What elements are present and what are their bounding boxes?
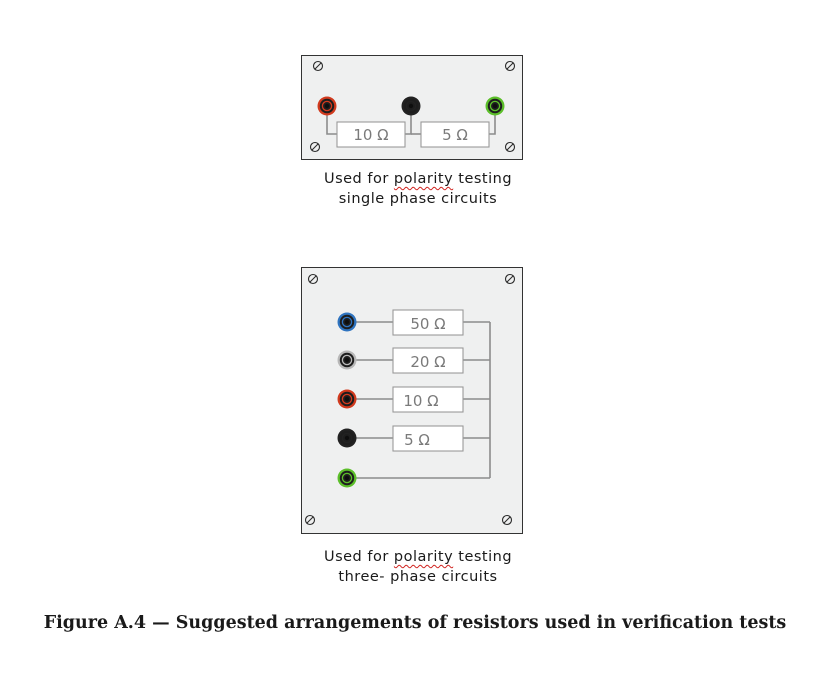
terminal-ring bbox=[489, 100, 501, 112]
screw-icon bbox=[501, 514, 513, 526]
spellcheck-word: polarity bbox=[393, 549, 454, 565]
terminal-black-icon bbox=[401, 96, 421, 116]
terminal-ring bbox=[341, 432, 353, 444]
caption-line-1: Used for polarity testing bbox=[290, 169, 546, 189]
resistor-10-ohm: 10 Ω bbox=[392, 386, 464, 413]
terminal-grey-icon bbox=[337, 350, 357, 370]
resistor-label: 5 Ω bbox=[404, 431, 430, 449]
resistor-5-ohm: 5 Ω bbox=[420, 121, 490, 148]
terminal-black-icon bbox=[337, 428, 357, 448]
terminal-red-icon bbox=[337, 389, 357, 409]
wire bbox=[489, 113, 496, 135]
caption-text: Used for bbox=[323, 549, 394, 565]
figure-caption: Figure A.4 — Suggested arrangements of r… bbox=[43, 613, 787, 633]
screw-icon bbox=[312, 60, 324, 72]
caption-text: testing bbox=[453, 171, 513, 187]
caption-line-1: Used for polarity testing bbox=[290, 547, 546, 567]
screw-icon bbox=[504, 273, 516, 285]
terminal-ring bbox=[341, 472, 353, 484]
resistor-label: 10 Ω bbox=[353, 126, 388, 144]
screw-icon bbox=[504, 141, 516, 153]
terminal-ring bbox=[344, 396, 350, 402]
spellcheck-word: polarity bbox=[393, 171, 454, 187]
caption-text: testing bbox=[453, 549, 513, 565]
screw-icon bbox=[309, 141, 321, 153]
terminal-ring bbox=[405, 100, 417, 112]
terminal-ring bbox=[341, 393, 353, 405]
resistor-20-ohm: 20 Ω bbox=[392, 347, 464, 374]
terminal-red-icon bbox=[317, 96, 337, 116]
three-phase-panel: 50 Ω 20 Ω 10 Ω 5 Ω bbox=[301, 267, 523, 534]
caption-text: Used for bbox=[323, 171, 394, 187]
terminal-green-icon bbox=[337, 468, 357, 488]
terminal-ring bbox=[344, 475, 350, 481]
terminal-ring bbox=[324, 103, 330, 109]
terminal-ring bbox=[344, 357, 350, 363]
resistor-label: 5 Ω bbox=[442, 126, 468, 144]
terminal-blue-icon bbox=[337, 312, 357, 332]
terminal-ring bbox=[344, 319, 350, 325]
terminal-ring bbox=[408, 103, 414, 109]
screw-icon bbox=[304, 514, 316, 526]
panel2-caption: Used for polarity testing three- phase c… bbox=[290, 547, 546, 587]
caption-line-2: single phase circuits bbox=[338, 191, 498, 207]
panel1-caption: Used for polarity testing single phase c… bbox=[290, 169, 546, 209]
terminal-ring bbox=[341, 354, 353, 366]
resistor-5-ohm: 5 Ω bbox=[392, 425, 464, 452]
single-phase-panel: 10 Ω 5 Ω bbox=[301, 55, 523, 160]
screw-icon bbox=[504, 60, 516, 72]
resistor-label: 10 Ω bbox=[403, 392, 438, 410]
resistor-50-ohm: 50 Ω bbox=[392, 309, 464, 336]
resistor-10-ohm: 10 Ω bbox=[336, 121, 406, 148]
terminal-ring bbox=[492, 103, 498, 109]
screw-icon bbox=[307, 273, 319, 285]
terminal-ring bbox=[344, 435, 350, 441]
terminal-ring bbox=[321, 100, 333, 112]
terminal-green-icon bbox=[485, 96, 505, 116]
terminal-ring bbox=[341, 316, 353, 328]
resistor-label: 20 Ω bbox=[410, 353, 445, 371]
caption-line-2: three- phase circuits bbox=[338, 569, 498, 585]
wire bbox=[326, 113, 337, 135]
resistor-label: 50 Ω bbox=[410, 315, 445, 333]
